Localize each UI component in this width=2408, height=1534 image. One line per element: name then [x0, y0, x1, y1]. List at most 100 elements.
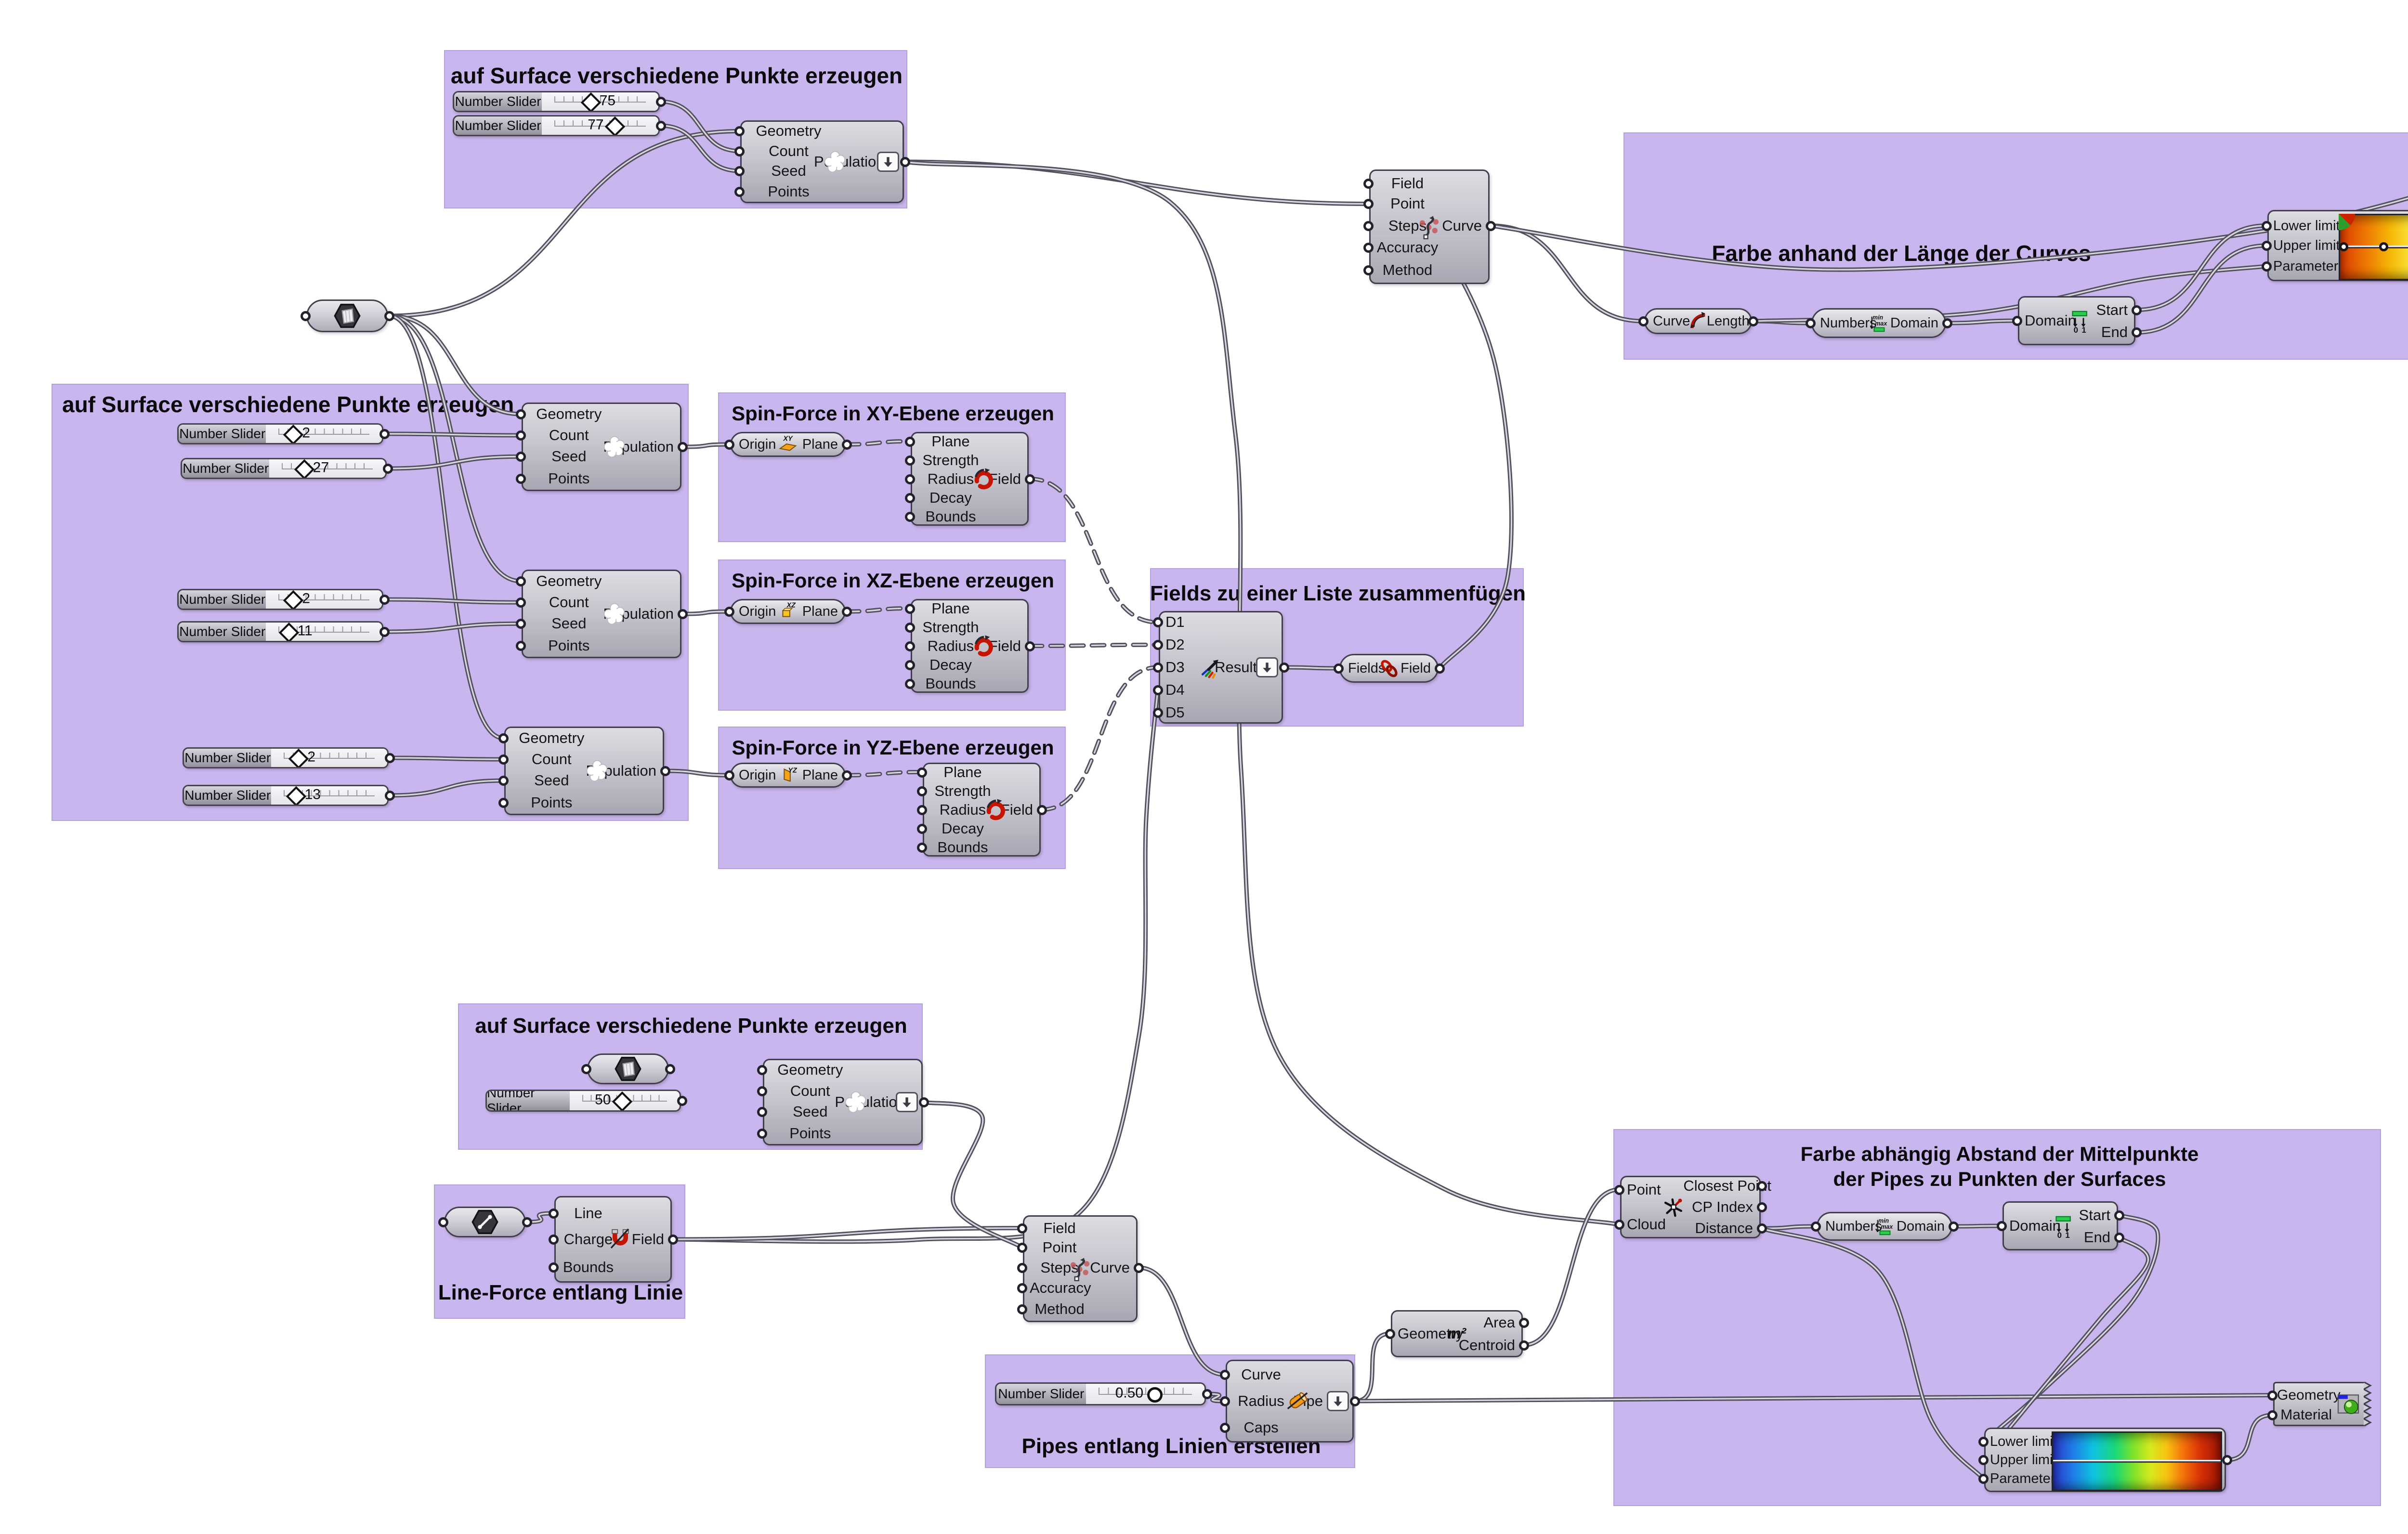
slider-output-grip[interactable]	[656, 121, 666, 131]
port-grip[interactable]	[498, 776, 509, 786]
port-grip[interactable]	[516, 430, 526, 441]
port-grip[interactable]	[1757, 1181, 1767, 1191]
port-grip[interactable]	[1037, 805, 1047, 815]
port-grip[interactable]	[1153, 685, 1163, 695]
wire[interactable]	[681, 443, 730, 448]
component-popB2[interactable]	[522, 570, 681, 658]
component-spYZ[interactable]	[923, 763, 1041, 857]
wire[interactable]	[1761, 1227, 1984, 1480]
port-grip[interactable]	[516, 641, 526, 651]
port-grip[interactable]	[516, 576, 526, 586]
port-grip[interactable]	[384, 311, 394, 321]
port-grip[interactable]	[516, 452, 526, 462]
component-spXZ[interactable]	[911, 599, 1029, 693]
wire[interactable]	[681, 611, 730, 615]
port-grip[interactable]	[905, 660, 915, 670]
port-grip[interactable]	[665, 1064, 675, 1074]
port-grip[interactable]	[1486, 221, 1496, 231]
port-grip[interactable]	[842, 770, 852, 780]
wire-dashed[interactable]	[1041, 666, 1159, 811]
port-grip[interactable]	[438, 1217, 448, 1227]
wire[interactable]	[388, 130, 740, 317]
port-grip[interactable]	[1363, 199, 1374, 209]
port-grip[interactable]	[1153, 707, 1163, 718]
expand-output-button[interactable]	[896, 1092, 918, 1112]
port-grip[interactable]	[905, 641, 915, 651]
port-grip[interactable]	[1220, 1423, 1230, 1433]
wire[interactable]	[923, 1101, 1023, 1248]
port-grip[interactable]	[2262, 241, 2272, 251]
port-grip[interactable]	[905, 678, 915, 689]
port-grip[interactable]	[522, 1217, 532, 1227]
port-grip[interactable]	[1017, 1283, 1027, 1293]
expand-output-button[interactable]	[1256, 657, 1278, 677]
expand-output-button[interactable]	[877, 152, 899, 172]
port-grip[interactable]	[1220, 1396, 1230, 1406]
expand-output-button[interactable]	[1327, 1391, 1349, 1411]
port-grip[interactable]	[1017, 1304, 1027, 1315]
port-grip[interactable]	[905, 622, 915, 633]
port-grip[interactable]	[1363, 242, 1374, 253]
port-grip[interactable]	[734, 146, 745, 156]
wire[interactable]	[664, 770, 730, 776]
port-grip[interactable]	[842, 440, 852, 450]
wire[interactable]	[1206, 1393, 1226, 1402]
port-grip[interactable]	[1942, 318, 1952, 328]
wire[interactable]	[389, 780, 504, 796]
component-dec2[interactable]	[2002, 1201, 2118, 1250]
port-grip[interactable]	[2012, 316, 2022, 326]
gradient-grip[interactable]	[2379, 242, 2389, 251]
wire[interactable]	[1354, 1394, 2273, 1402]
port-grip[interactable]	[660, 766, 670, 776]
port-grip[interactable]	[498, 754, 509, 765]
port-grip[interactable]	[1638, 316, 1649, 326]
port-grip[interactable]	[1757, 1202, 1767, 1212]
port-grip[interactable]	[516, 619, 526, 629]
port-grip[interactable]	[905, 511, 915, 522]
wire[interactable]	[389, 757, 504, 760]
gradient-output-grip[interactable]	[2222, 1455, 2232, 1465]
slider-track[interactable]: 50	[570, 1091, 680, 1110]
port-grip[interactable]	[734, 166, 745, 176]
slider-track[interactable]: 2	[266, 590, 382, 609]
port-grip[interactable]	[2132, 327, 2142, 338]
slider-track[interactable]: 77	[542, 117, 658, 135]
component-closest[interactable]	[1620, 1176, 1761, 1238]
wire[interactable]	[1490, 155, 2408, 271]
wire[interactable]	[388, 315, 522, 582]
slider-output-grip[interactable]	[1202, 1389, 1212, 1399]
slider-track[interactable]: 13	[271, 786, 387, 805]
port-grip[interactable]	[734, 186, 745, 197]
wire[interactable]	[672, 1227, 1023, 1240]
slider-output-grip[interactable]	[380, 627, 390, 637]
port-grip[interactable]	[917, 842, 927, 853]
port-grip[interactable]	[1334, 663, 1344, 674]
slider-handle[interactable]	[283, 590, 304, 609]
port-grip[interactable]	[516, 474, 526, 484]
slider-output-grip[interactable]	[380, 595, 390, 605]
port-grip[interactable]	[581, 1064, 591, 1074]
port-grip[interactable]	[724, 607, 734, 617]
port-grip[interactable]	[757, 1065, 767, 1076]
port-grip[interactable]	[516, 598, 526, 608]
port-grip[interactable]	[1435, 663, 1445, 674]
port-grip[interactable]	[498, 733, 509, 743]
slider-track[interactable]: 2	[266, 425, 382, 443]
slider-handle[interactable]	[278, 623, 299, 641]
slider-output-grip[interactable]	[385, 791, 395, 801]
wire[interactable]	[383, 623, 522, 633]
wire[interactable]	[383, 598, 522, 603]
wire[interactable]	[387, 455, 522, 469]
wire[interactable]	[660, 101, 740, 152]
port-grip[interactable]	[917, 823, 927, 834]
wire[interactable]	[388, 315, 504, 739]
slider-track[interactable]: 11	[266, 623, 382, 641]
gradient-type-corner-icon[interactable]	[2339, 214, 2355, 230]
port-grip[interactable]	[1363, 265, 1374, 276]
port-grip[interactable]	[2267, 1390, 2277, 1401]
